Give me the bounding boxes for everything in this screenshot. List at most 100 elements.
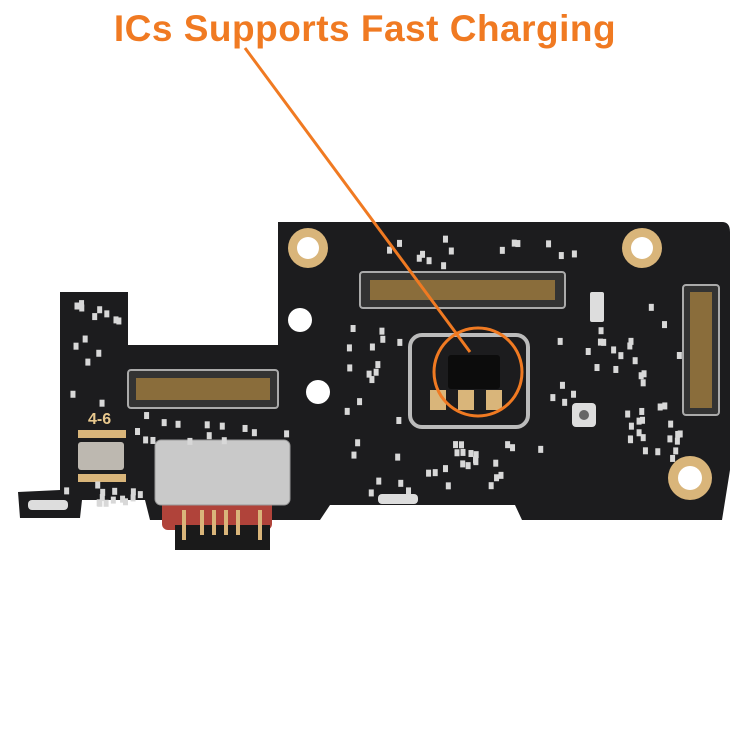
smd-part xyxy=(369,343,375,351)
silkscreen-label: 4-6 xyxy=(88,411,111,428)
smd-part xyxy=(632,357,638,365)
smd-part xyxy=(460,460,466,468)
smd-part xyxy=(85,358,91,366)
smd-part xyxy=(120,495,126,503)
smd-part xyxy=(473,451,479,459)
smd-part xyxy=(673,447,679,455)
smd-part xyxy=(638,372,644,380)
smd-part xyxy=(557,337,563,345)
smd-part xyxy=(648,303,654,311)
smd-part xyxy=(351,451,357,459)
smd-part xyxy=(662,402,668,410)
smd-part xyxy=(515,240,521,248)
smd-part xyxy=(96,349,102,357)
smd-part xyxy=(601,338,607,346)
smd-part xyxy=(505,441,511,449)
smd-part xyxy=(416,254,422,262)
smd-part xyxy=(488,482,494,490)
smd-part xyxy=(597,338,603,346)
smd-part xyxy=(511,239,517,247)
antenna-connector xyxy=(572,403,596,427)
smd-part xyxy=(251,429,257,437)
smd-part xyxy=(625,410,631,418)
smd-part xyxy=(100,488,106,496)
smd-part xyxy=(494,474,500,482)
smd-part xyxy=(641,370,647,378)
smd-part xyxy=(640,434,646,442)
smd-part xyxy=(110,496,116,504)
annotation-title: ICs Supports Fast Charging xyxy=(113,8,617,49)
smd-part xyxy=(510,444,516,452)
smd-part xyxy=(397,239,403,247)
smd-part xyxy=(676,351,682,359)
smd-part xyxy=(375,361,381,369)
smd-part xyxy=(571,390,577,398)
smd-part xyxy=(143,436,149,444)
smd-part xyxy=(667,435,673,443)
smd-part xyxy=(571,250,577,258)
smd-part xyxy=(82,335,88,343)
smd-part xyxy=(562,398,568,406)
smd-part xyxy=(95,481,101,489)
smd-part xyxy=(73,342,79,350)
smd-part xyxy=(668,420,674,428)
board-connectors xyxy=(127,271,720,416)
crystal-component xyxy=(78,442,124,470)
smd-part xyxy=(346,344,352,352)
smd-part xyxy=(674,437,680,445)
smd-part xyxy=(92,313,98,321)
smd-part xyxy=(585,348,591,356)
smd-part xyxy=(376,477,382,485)
smd-part xyxy=(221,437,227,445)
smd-part xyxy=(79,300,85,308)
smd-part xyxy=(670,454,676,462)
smd-part xyxy=(454,449,460,457)
smd-part xyxy=(344,407,350,415)
smd-part xyxy=(97,499,103,507)
smd-part xyxy=(642,447,648,455)
smd-part xyxy=(74,302,80,310)
smd-part xyxy=(104,310,110,318)
smd-part xyxy=(546,240,552,248)
smd-part xyxy=(465,462,471,470)
smd-part xyxy=(204,421,210,429)
smd-part xyxy=(655,448,661,456)
smd-part xyxy=(627,435,633,443)
smd-part xyxy=(442,465,448,473)
smd-part xyxy=(538,445,544,453)
smd-part xyxy=(396,416,402,424)
smd-part xyxy=(347,364,353,372)
smd-components xyxy=(64,235,683,507)
smd-part xyxy=(636,429,642,437)
smd-part xyxy=(187,437,193,445)
smd-part xyxy=(468,450,474,458)
smd-part xyxy=(99,399,105,407)
smd-part xyxy=(640,416,646,424)
smd-part xyxy=(99,494,105,502)
smd-part xyxy=(453,441,459,449)
smd-part xyxy=(395,453,401,461)
smd-part xyxy=(350,325,356,333)
smd-part xyxy=(432,469,438,477)
mounting-holes xyxy=(288,228,712,500)
smd-part xyxy=(459,441,465,449)
smd-part xyxy=(559,381,565,389)
smd-part xyxy=(175,420,181,428)
smd-part xyxy=(657,403,663,411)
smd-part xyxy=(628,337,634,345)
smd-part xyxy=(369,376,375,384)
smd-part xyxy=(550,394,556,402)
smd-part xyxy=(206,432,212,440)
smd-part xyxy=(380,335,386,343)
smd-part xyxy=(445,482,451,490)
smd-part xyxy=(355,439,361,447)
smd-part xyxy=(64,487,70,495)
smd-part xyxy=(70,390,76,398)
annotation-highlight-circle xyxy=(432,326,524,418)
smd-part xyxy=(442,235,448,243)
smd-part xyxy=(420,250,426,258)
smd-part xyxy=(373,368,379,376)
smd-part xyxy=(628,422,634,430)
smd-part xyxy=(122,498,128,506)
spring-contacts xyxy=(28,292,604,510)
